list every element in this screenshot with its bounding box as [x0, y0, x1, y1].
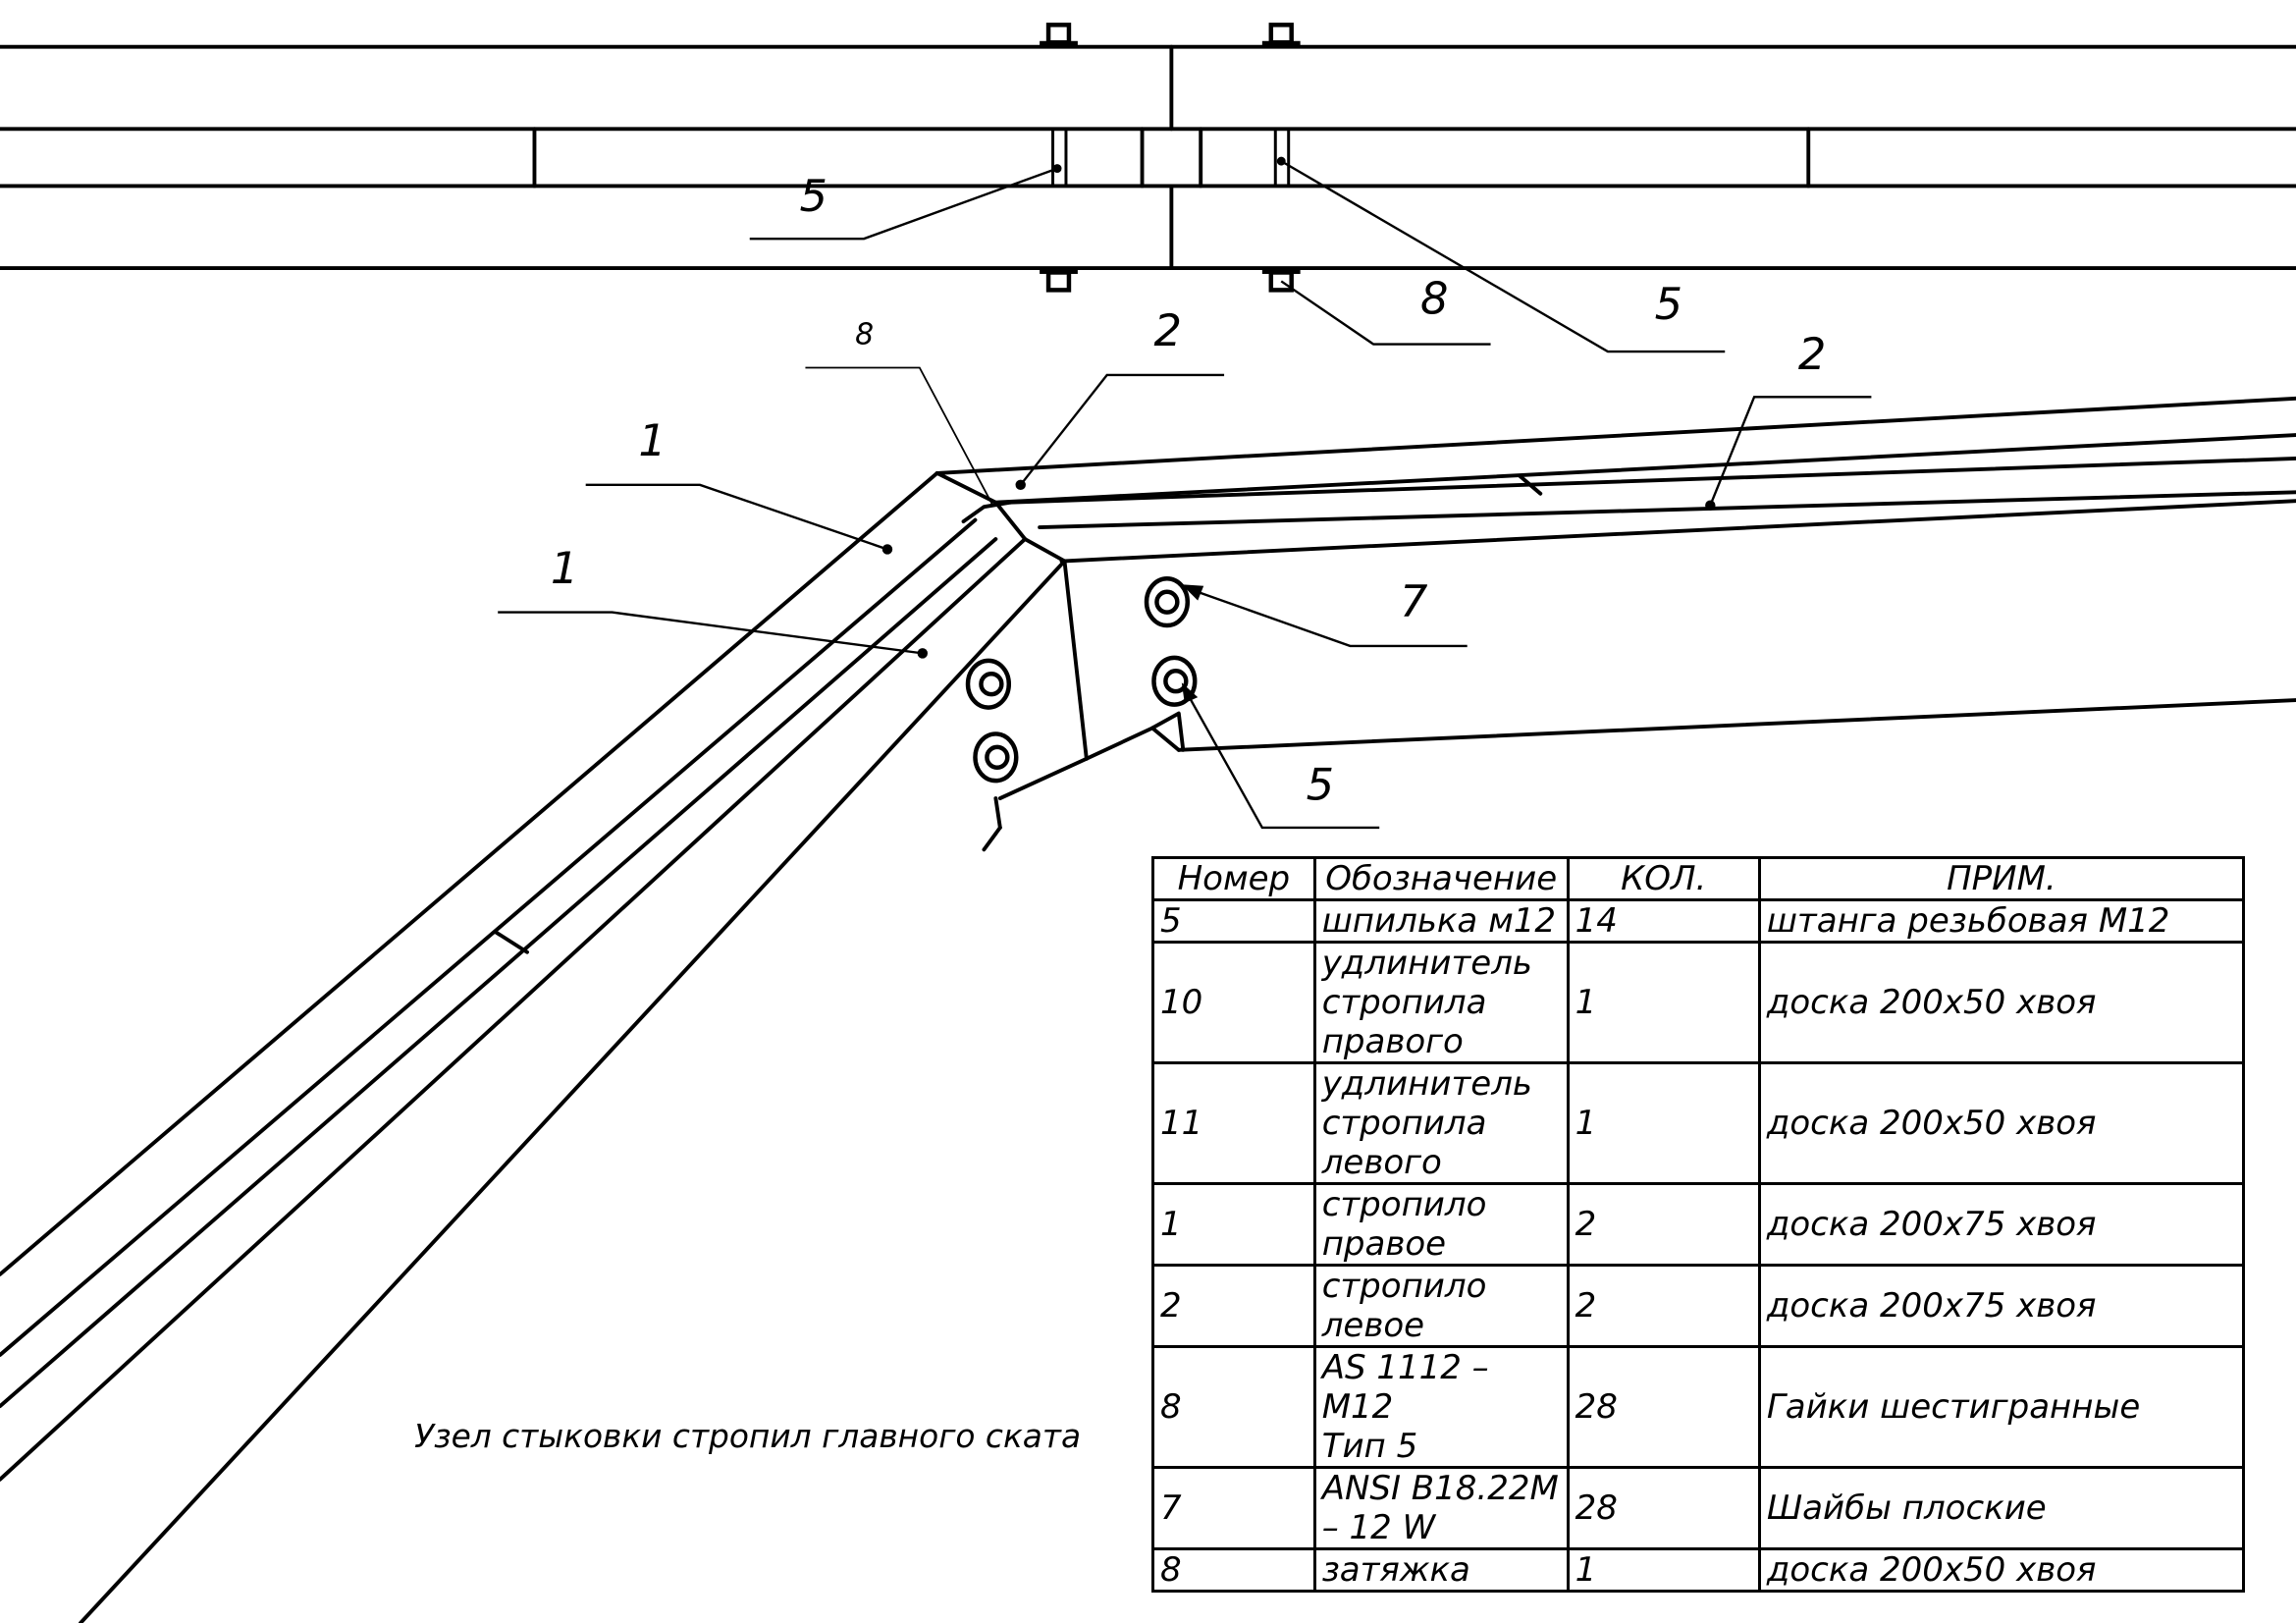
cell-quantity: 2 [1566, 1264, 1761, 1348]
cell-note: доска 200x75 хвоя [1757, 1264, 2246, 1348]
table-row: 7 ANSI B18.22M – 12 W 28 Шайбы плоские [1151, 1466, 2246, 1550]
svg-text:1: 1 [638, 414, 666, 466]
specification-table: Номер Обозначение КОЛ. ПРИМ. 5 шпилька м… [1151, 856, 2246, 1593]
stud-bolt-right [1261, 23, 1301, 293]
cell-note: доска 200x50 хвоя [1757, 941, 2246, 1064]
cell-note: доска 200x50 хвоя [1757, 1061, 2246, 1185]
cell-designation: удлинитель стропила левого [1312, 1061, 1570, 1185]
top-view-tie-beam [0, 44, 2296, 270]
svg-text:1: 1 [551, 542, 578, 594]
right-rafter-assembly [934, 396, 2296, 852]
cell-note: доска 200x50 хвоя [1757, 1547, 2246, 1593]
leader-top-nut-8: 8 [1280, 272, 1491, 346]
cell-number: 8 [1151, 1345, 1316, 1469]
leader-rafter-1-lower: 1 [498, 542, 928, 659]
washer-bolt [1151, 655, 1198, 707]
washer-bolt [965, 658, 1012, 710]
svg-text:8: 8 [855, 318, 874, 352]
leader-rafter-1-upper: 1 [585, 414, 893, 555]
cell-number: 2 [1151, 1264, 1316, 1348]
leader-top-left-5: 5 [749, 164, 1062, 241]
leader-washer-7: 7 [1181, 575, 1468, 648]
cell-number: 11 [1151, 1061, 1316, 1185]
table-row: 10 удлинитель стропила правого 1 доска 2… [1151, 941, 2246, 1064]
table-row: 8 AS 1112 – M12 Тип 5 28 Гайки шестигран… [1151, 1345, 2246, 1469]
header-quantity: КОЛ. [1566, 856, 1761, 901]
header-number: Номер [1151, 856, 1316, 901]
cell-designation: затяжка [1312, 1547, 1570, 1593]
svg-text:5: 5 [1655, 278, 1682, 330]
svg-text:7: 7 [1400, 575, 1428, 627]
cell-note: Шайбы плоские [1757, 1466, 2246, 1550]
leader-stud-5: 5 [1181, 682, 1380, 830]
cell-number: 7 [1151, 1466, 1316, 1550]
cell-quantity: 28 [1566, 1466, 1761, 1550]
cell-quantity: 2 [1566, 1182, 1761, 1267]
cell-quantity: 1 [1566, 1061, 1761, 1185]
left-rafter-assembly [0, 470, 1067, 1623]
cell-note: Гайки шестигранные [1757, 1345, 2246, 1469]
drawing-caption: Узел стыковки стропил главного ската [414, 1418, 1081, 1455]
table-header-row: Номер Обозначение КОЛ. ПРИМ. [1151, 856, 2246, 901]
leader-rafter-right-2: 2 [1705, 328, 1872, 511]
cell-quantity: 1 [1566, 1547, 1761, 1593]
table-row: 2 стропило левое 2 доска 200x75 хвоя [1151, 1264, 2246, 1348]
cell-number: 5 [1151, 898, 1316, 944]
cell-number: 8 [1151, 1547, 1316, 1593]
svg-text:8: 8 [1420, 272, 1448, 324]
svg-text:5: 5 [1307, 759, 1334, 811]
table-row: 5 шпилька м12 14 штанга резьбовая М12 [1151, 898, 2246, 944]
leader-top-right-5: 5 [1276, 156, 1726, 353]
cell-designation: AS 1112 – M12 Тип 5 [1312, 1345, 1570, 1469]
cell-number: 1 [1151, 1182, 1316, 1267]
leader-rafter-left-2: 2 [1015, 304, 1225, 491]
header-note: ПРИМ. [1757, 856, 2246, 901]
cell-designation: ANSI B18.22M – 12 W [1312, 1466, 1570, 1550]
cell-designation: стропило правое [1312, 1182, 1570, 1267]
svg-text:2: 2 [1798, 328, 1826, 380]
svg-text:2: 2 [1153, 304, 1181, 356]
stud-bolt-left [1040, 23, 1078, 293]
cell-quantity: 1 [1566, 941, 1761, 1064]
cell-designation: удлинитель стропила правого [1312, 941, 1570, 1064]
table-row: 11 удлинитель стропила левого 1 доска 20… [1151, 1061, 2246, 1185]
cell-note: доска 200x75 хвоя [1757, 1182, 2246, 1267]
header-designation: Обозначение [1312, 856, 1570, 901]
cell-note: штанга резьбовая М12 [1757, 898, 2246, 944]
cell-quantity: 28 [1566, 1345, 1761, 1469]
leader-tie-8: 8 [805, 318, 994, 507]
svg-text:5: 5 [799, 170, 827, 222]
cell-number: 10 [1151, 941, 1316, 1064]
cell-designation: стропило левое [1312, 1264, 1570, 1348]
washer-bolt [973, 731, 1019, 784]
washer-bolt [1144, 576, 1191, 628]
table-row: 1 стропило правое 2 доска 200x75 хвоя [1151, 1182, 2246, 1267]
cell-designation: шпилька м12 [1312, 898, 1570, 944]
cell-quantity: 14 [1566, 898, 1761, 944]
table-row: 8 затяжка 1 доска 200x50 хвоя [1151, 1547, 2246, 1593]
